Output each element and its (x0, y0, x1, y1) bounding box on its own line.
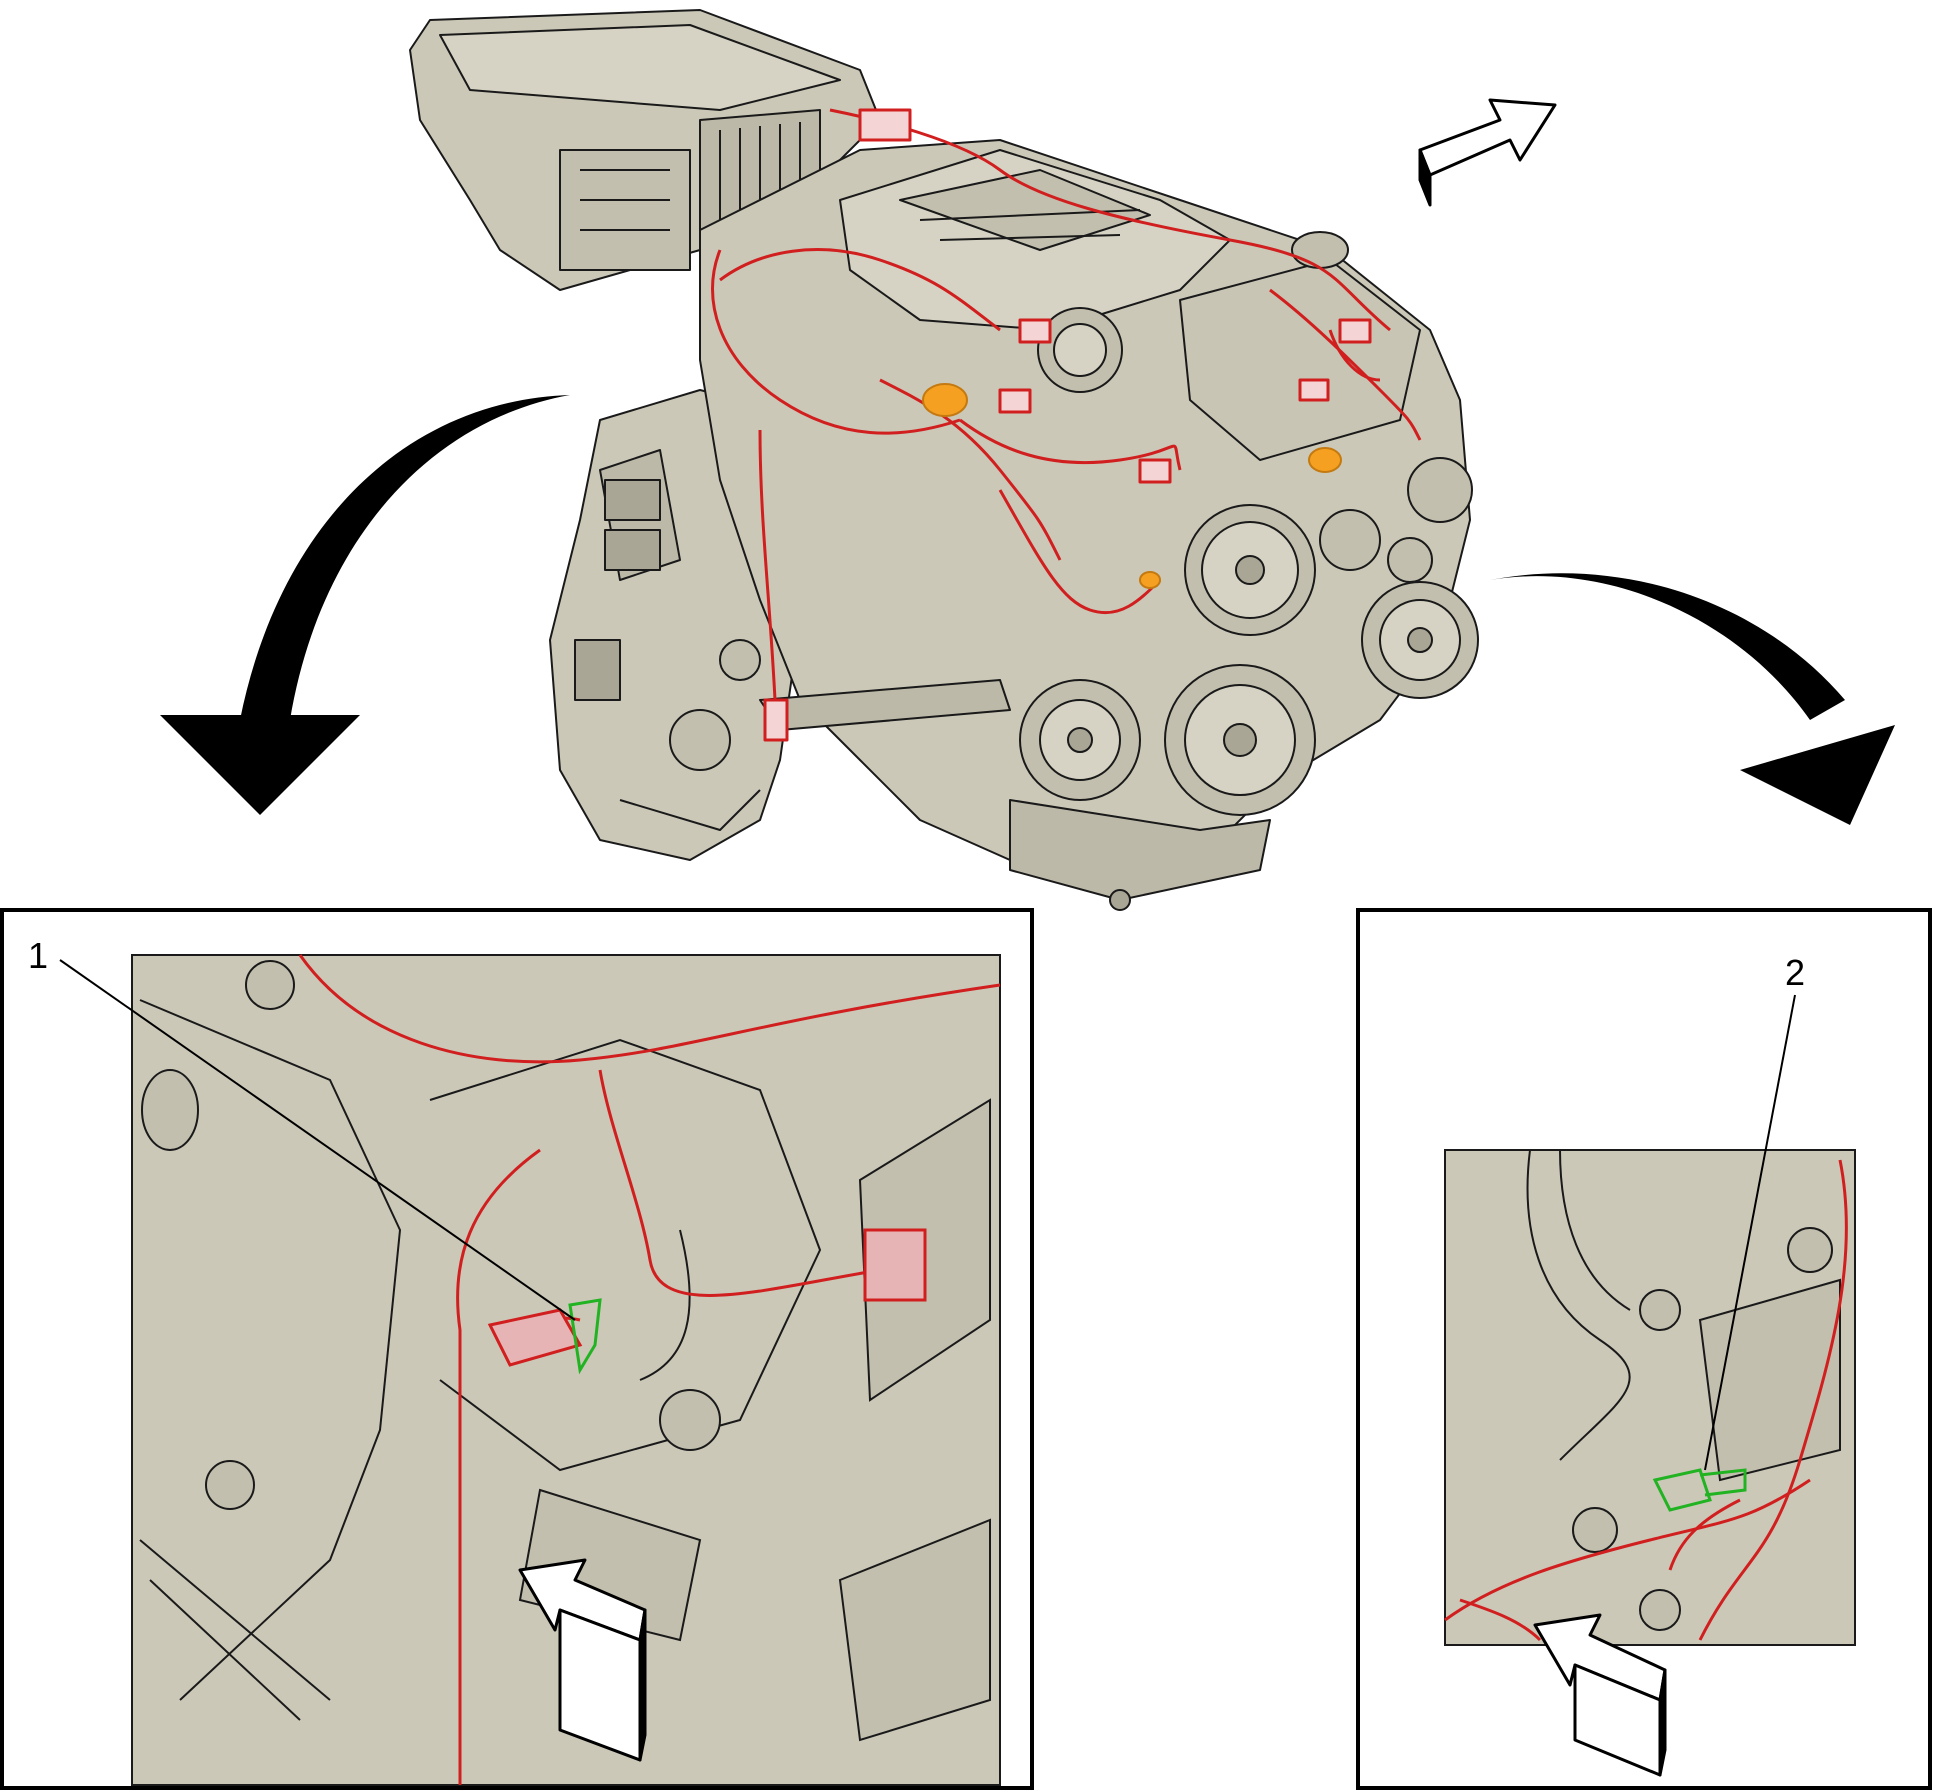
callout-label-2: 2 (1785, 952, 1805, 993)
harness-connector (487, 1308, 583, 1367)
hollow-3d-arrow-icon (518, 1558, 647, 1762)
hollow-3d-arrow-icon (1533, 1613, 1667, 1777)
harness-retainer-clip (568, 1298, 602, 1375)
harness-retainer-clip (1699, 1468, 1747, 1497)
callout-leader-1 (59, 959, 576, 1321)
curved-arrow-icon (160, 395, 570, 815)
callout-label-1: 1 (28, 935, 48, 976)
highlighted-components (922, 383, 1342, 589)
hollow-3d-arrow-icon (1418, 98, 1557, 207)
wiring-harness (711, 108, 1422, 742)
engine-overview (409, 9, 1479, 911)
harness-retainer-clip (1652, 1468, 1712, 1512)
detail-view-right: 2 (1356, 908, 1932, 1790)
harness-connector (863, 1228, 927, 1302)
detail-view-left: 1 (0, 908, 1034, 1790)
curved-arrow-icon (1490, 573, 1895, 825)
callout-leader-2 (1704, 994, 1796, 1471)
